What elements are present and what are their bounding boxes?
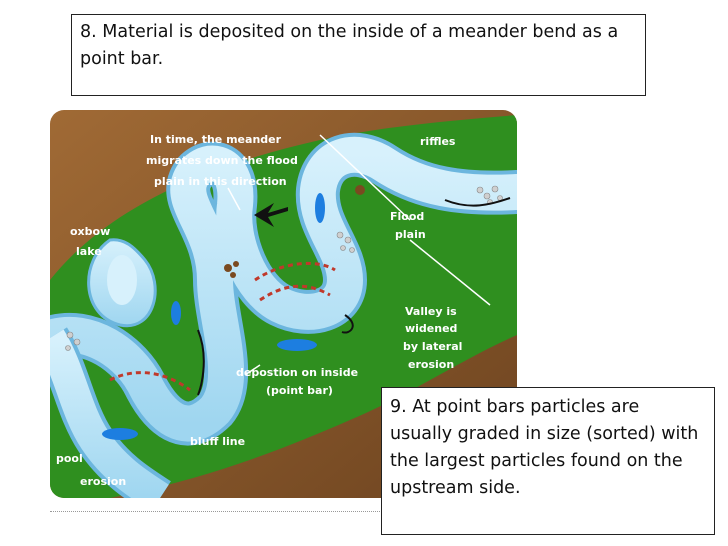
flow-arrow-left: [197, 329, 205, 396]
migration-label-2: migrates down the flood: [146, 154, 298, 167]
pool-lower: [102, 428, 138, 440]
riffles-label: riffles: [420, 135, 456, 148]
valley-label-2: widened: [405, 322, 457, 335]
floodplain-label-2: plain: [395, 228, 426, 241]
callout-lines: [227, 134, 491, 376]
migration-label-3: plain in this direction: [154, 175, 287, 188]
river-channel: [50, 136, 517, 442]
caption-box-bottom: 9. At point bars particles are usually g…: [381, 387, 715, 535]
flow-arrow-right: [341, 314, 354, 334]
oxbow-lake-center: [107, 255, 137, 305]
point-bar-middle: [254, 261, 336, 282]
bluff-rocks: [224, 185, 365, 278]
riffle-arrow: [444, 197, 511, 207]
caption-text-bottom: 9. At point bars particles are usually g…: [390, 397, 699, 498]
oxbow-label-1: oxbow: [70, 225, 110, 238]
deposition-label-1: depostion on inside: [236, 366, 358, 379]
river-lower: [50, 329, 169, 498]
floodplain-label-1: Flood: [390, 210, 424, 223]
dotted-divider: [50, 511, 710, 512]
meander-diagram-svg: In time, the meander migrates down the f…: [50, 110, 517, 498]
point-bar-lower: [109, 371, 191, 392]
pool-upper: [315, 193, 325, 223]
migration-label-1: In time, the meander: [150, 133, 282, 146]
valley-label-1: Valley is: [405, 305, 457, 318]
pool-left: [171, 301, 181, 325]
deposition-label-2: (point bar): [266, 384, 333, 397]
valley-label-3: by lateral: [403, 340, 462, 353]
valley-label-4: erosion: [408, 358, 454, 371]
caption-text-top: 8. Material is deposited on the inside o…: [80, 22, 619, 69]
pool-label: pool: [56, 452, 83, 465]
erosion-label: erosion: [80, 475, 126, 488]
oxbow-label-2: lake: [76, 245, 102, 258]
point-bar-middle-2: [259, 284, 331, 302]
pool-middle: [277, 339, 317, 351]
caption-box-top: 8. Material is deposited on the inside o…: [71, 14, 646, 96]
migration-arrow-icon: [254, 203, 288, 227]
riffle-pebbles: [65, 185, 503, 351]
meander-diagram: In time, the meander migrates down the f…: [50, 110, 517, 498]
bluff-line-label: bluff line: [190, 435, 245, 448]
